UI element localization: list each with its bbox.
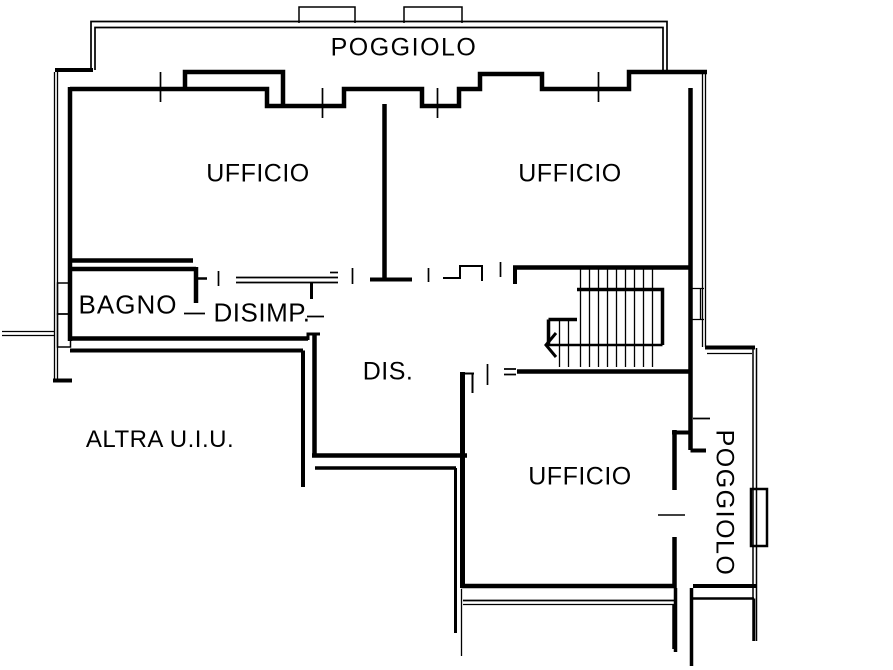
label-hallway: DISIMP. <box>213 297 311 328</box>
interior-walls <box>70 104 692 633</box>
label-office-bottom: UFFICIO <box>528 462 632 491</box>
label-corridor: DIS. <box>362 357 414 386</box>
label-balcony-top: POGGIOLO <box>330 33 478 62</box>
staircase <box>544 269 665 367</box>
openings <box>159 72 710 516</box>
balcony-top-railing <box>90 6 668 70</box>
label-office-top-right: UFFICIO <box>518 159 622 188</box>
label-balcony-right: POGGIOLO <box>710 429 739 577</box>
label-office-top-left: UFFICIO <box>206 159 310 188</box>
lower-exterior-lines <box>460 588 756 666</box>
stair-direction-arrow-icon <box>544 332 558 358</box>
label-other-unit: ALTRA U.I.U. <box>85 426 235 453</box>
balcony-right <box>693 345 769 641</box>
label-bathroom: BAGNO <box>78 289 178 320</box>
